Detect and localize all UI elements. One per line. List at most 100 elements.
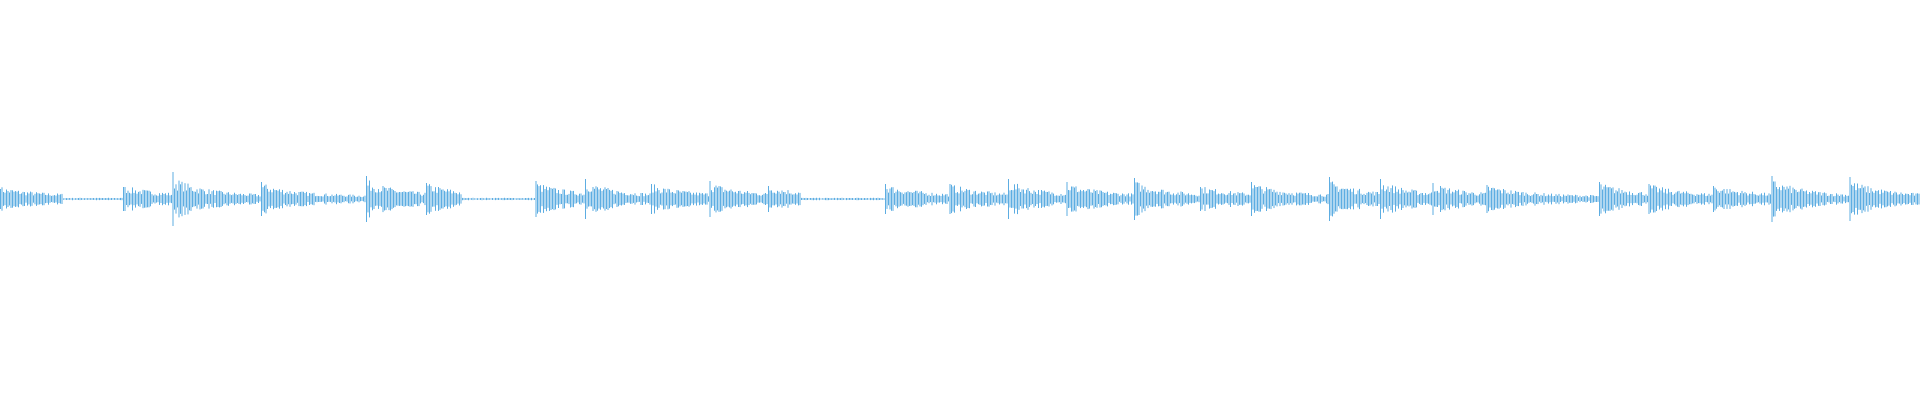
waveform-sample (1881, 189, 1882, 209)
waveform-sample (1822, 192, 1824, 206)
waveform-sample (979, 193, 981, 205)
waveform-sample (516, 198, 517, 200)
waveform-sample (912, 192, 913, 206)
waveform-sample (609, 189, 610, 209)
waveform-sample (876, 198, 877, 201)
waveform-sample (103, 198, 105, 200)
waveform-sample (436, 192, 438, 206)
waveform-sample (1191, 194, 1192, 204)
waveform-sample (1702, 194, 1704, 204)
waveform-sample (1222, 193, 1224, 205)
waveform-sample (981, 191, 982, 207)
waveform-sample (154, 194, 156, 204)
waveform-sample (1231, 195, 1233, 203)
waveform-sample (1441, 187, 1443, 211)
waveform-sample (69, 198, 70, 200)
waveform-sample (1741, 190, 1743, 208)
waveform-sample (423, 194, 424, 204)
waveform-sample (1422, 193, 1423, 205)
waveform-sample (363, 196, 364, 202)
waveform-sample (1663, 192, 1665, 206)
waveform-sample (1227, 194, 1228, 204)
waveform-sample (1167, 191, 1168, 207)
waveform-sample (1203, 193, 1204, 205)
waveform-sample (472, 197, 474, 201)
waveform-sample (526, 198, 528, 200)
waveform-sample (331, 194, 333, 204)
waveform-sample (1774, 181, 1776, 217)
waveform-sample (1683, 191, 1684, 207)
waveform-sample (951, 184, 952, 214)
waveform-sample (702, 193, 703, 205)
waveform-sample (369, 180, 370, 218)
waveform-sample (1341, 188, 1342, 210)
waveform-sample (873, 197, 874, 201)
waveform-sample (1359, 188, 1360, 210)
waveform-sample (970, 194, 972, 204)
waveform-sample (334, 195, 336, 203)
waveform-sample (1572, 195, 1573, 203)
waveform-sample (396, 192, 397, 206)
waveform-sample (1435, 191, 1437, 207)
waveform-sample (442, 189, 444, 209)
waveform-sample (1239, 193, 1240, 205)
waveform-sample (576, 194, 577, 204)
waveform-sample (1749, 193, 1750, 205)
waveform-sample (114, 198, 115, 200)
waveform-sample (349, 194, 351, 204)
waveform-sample (1858, 188, 1860, 210)
waveform-sample (934, 195, 936, 203)
waveform-sample (364, 195, 366, 203)
waveform-sample (412, 191, 414, 207)
waveform-sample (382, 186, 384, 213)
waveform-sample (1168, 191, 1170, 207)
waveform-sample (501, 198, 502, 200)
waveform-sample (831, 198, 832, 200)
waveform-sample (1543, 193, 1545, 205)
waveform-sample (298, 192, 300, 207)
waveform-sample (126, 193, 127, 205)
waveform-sample (1477, 195, 1479, 203)
waveform-sample (348, 194, 349, 204)
waveform-sample (1896, 192, 1897, 206)
waveform-sample (972, 194, 973, 204)
waveform-sample (1051, 192, 1053, 206)
waveform-sample (478, 198, 480, 200)
waveform-sample (598, 189, 600, 209)
waveform-sample (87, 198, 88, 200)
waveform-sample (63, 198, 64, 200)
waveform-sample (1719, 192, 1720, 206)
waveform-sample (1348, 190, 1350, 208)
waveform-sample (1384, 191, 1386, 207)
waveform-sample (952, 186, 954, 212)
waveform-sample (379, 192, 381, 206)
waveform-sample (1342, 188, 1344, 210)
waveform-sample (682, 191, 684, 207)
waveform-sample (400, 192, 402, 206)
waveform-sample (1522, 192, 1524, 206)
waveform-sample (1789, 185, 1791, 213)
waveform-sample (1849, 177, 1851, 221)
waveform-sample (817, 198, 819, 200)
waveform-sample (1371, 193, 1372, 205)
waveform-sample (1125, 196, 1126, 202)
waveform-sample (504, 197, 505, 201)
waveform-sample (1393, 193, 1395, 205)
waveform-sample (174, 188, 175, 210)
waveform-sample (1905, 193, 1906, 205)
waveform-sample (750, 194, 751, 204)
waveform-sample (1320, 194, 1321, 204)
waveform-sample (1654, 185, 1656, 213)
waveform-sample (1366, 192, 1368, 205)
waveform-sample (421, 195, 423, 203)
waveform-sample (1228, 193, 1230, 205)
waveform-sample (924, 194, 925, 204)
waveform-sample (276, 190, 277, 208)
waveform-sample (76, 198, 78, 200)
waveform-sample (1893, 193, 1894, 205)
waveform-sample (1885, 190, 1887, 208)
waveform-sample (925, 193, 927, 205)
waveform-sample (541, 191, 543, 207)
waveform-sample (1461, 194, 1462, 204)
waveform-sample (1212, 190, 1213, 208)
